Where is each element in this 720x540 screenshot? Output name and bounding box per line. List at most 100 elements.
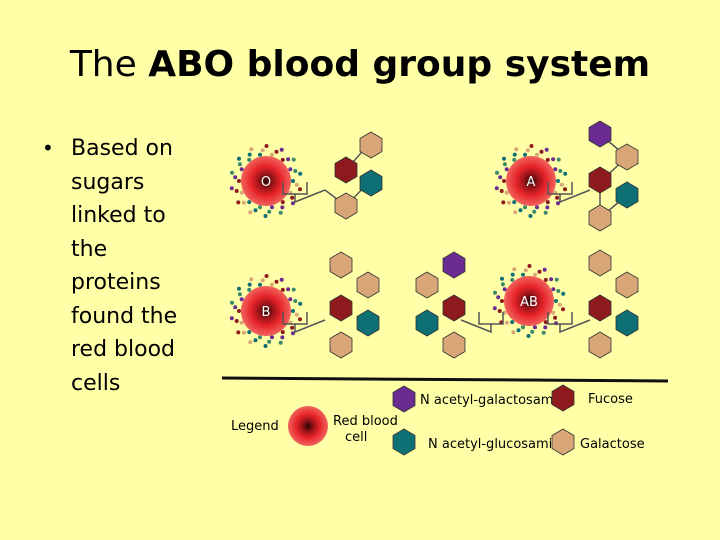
antigen-dot <box>559 182 564 187</box>
legend-fucose-label: Fucose <box>588 392 633 407</box>
galactose-icon <box>615 143 639 171</box>
galactose-icon <box>415 271 439 299</box>
antigen-dot <box>504 167 509 172</box>
antigen-dot <box>563 187 567 192</box>
antigen-dot <box>532 209 537 214</box>
glcnac-icon <box>415 309 439 337</box>
galactose-icon <box>588 204 612 232</box>
antigen-dot <box>514 147 519 152</box>
antigen-dot <box>247 330 252 335</box>
antigen-dot <box>298 301 303 306</box>
bullet-dot: • <box>42 136 54 160</box>
antigen-dot <box>551 157 556 162</box>
antigen-dot <box>239 297 244 302</box>
antigen-dot <box>556 289 561 293</box>
antigen-dot <box>253 208 258 213</box>
antigen-dot <box>230 170 234 175</box>
antigen-dot <box>512 267 517 272</box>
antigen-dot <box>291 179 295 183</box>
antigen-dot <box>556 201 560 206</box>
antigen-dot <box>545 157 550 162</box>
antigen-dot <box>516 328 521 333</box>
antigen-dot <box>237 156 241 161</box>
galactose-icon <box>615 271 639 299</box>
antigen-dot <box>270 205 274 210</box>
antigen-dot <box>280 335 285 340</box>
antigen-dot <box>270 282 274 287</box>
antigen-dot <box>229 316 234 321</box>
antigen-dot <box>553 167 558 172</box>
antigen-dot <box>539 149 544 154</box>
fucose-icon <box>329 294 353 322</box>
antigen-dot <box>504 320 509 325</box>
antigen-dot <box>229 186 234 191</box>
fucose-icon <box>442 294 466 322</box>
antigen-dot <box>496 295 501 300</box>
antigen-dot <box>278 210 283 215</box>
bullet-point: • Based on sugars linked to the proteins… <box>42 132 202 400</box>
galactose-icon <box>588 249 612 277</box>
antigen-dot <box>541 330 546 335</box>
antigen-dot <box>500 299 504 303</box>
cell-b-label: B <box>262 305 271 320</box>
bullet-text: Based on sugars linked to the proteins f… <box>71 136 178 396</box>
antigen-dot <box>494 186 499 191</box>
red-blood-cell-icon: AB <box>492 264 566 338</box>
antigen-dot <box>241 330 246 335</box>
antigen-dot <box>280 157 285 162</box>
antigen-dot <box>535 205 539 210</box>
antigen-dot <box>247 157 252 162</box>
galnac-icon <box>442 251 466 279</box>
antigen-dot <box>236 200 241 205</box>
antigen-dot <box>237 286 241 291</box>
antigen-dot <box>535 152 539 157</box>
legend-glcnac-icon <box>392 428 416 456</box>
galactose-icon <box>588 331 612 359</box>
antigen-dot <box>298 317 302 322</box>
antigen-dot <box>258 205 262 210</box>
antigen-dot <box>258 152 262 157</box>
antigen-dot <box>280 205 285 210</box>
antigen-dot <box>561 291 566 296</box>
antigen-dot <box>280 287 285 292</box>
antigen-dot <box>512 157 517 162</box>
antigen-dot <box>556 157 561 162</box>
antigen-dot <box>267 339 272 344</box>
antigen-dot <box>248 340 253 345</box>
antigen-dot <box>260 278 265 283</box>
antigen-dot <box>264 274 269 278</box>
antigen-dot <box>551 310 556 315</box>
antigen-dot <box>298 171 303 176</box>
antigen-dot <box>288 297 293 302</box>
galactose-icon <box>359 131 383 159</box>
antigen-dot <box>510 272 515 277</box>
antigen-dot <box>249 147 254 152</box>
antigen-dot <box>236 330 241 335</box>
title-plain: The <box>69 44 149 85</box>
antigen-dot <box>518 208 523 213</box>
antigen-dot <box>279 277 284 282</box>
antigen-dot <box>512 152 517 157</box>
antigen-dot <box>523 152 527 157</box>
antigen-dot <box>501 200 506 205</box>
antigen-dot <box>561 307 565 312</box>
antigen-dot <box>543 325 548 330</box>
legend-galnac-icon <box>392 385 416 413</box>
galactose-icon <box>329 251 353 279</box>
antigen-dot <box>563 171 568 176</box>
antigen-dot <box>260 148 265 153</box>
antigen-dot <box>495 170 499 175</box>
legend-rbc-label-2: cell <box>345 430 367 445</box>
antigen-dot <box>234 319 239 323</box>
antigen-dot <box>533 272 537 277</box>
cell-a-label: A <box>527 175 536 190</box>
antigen-dot <box>291 309 295 313</box>
legend-galactose-label: Galactose <box>580 437 645 452</box>
antigen-dot <box>263 214 268 218</box>
antigen-dot <box>537 269 542 274</box>
antigen-dot <box>557 302 562 307</box>
antigen-dot <box>294 312 299 317</box>
antigen-dot <box>280 200 285 205</box>
antigen-dot <box>270 152 274 157</box>
